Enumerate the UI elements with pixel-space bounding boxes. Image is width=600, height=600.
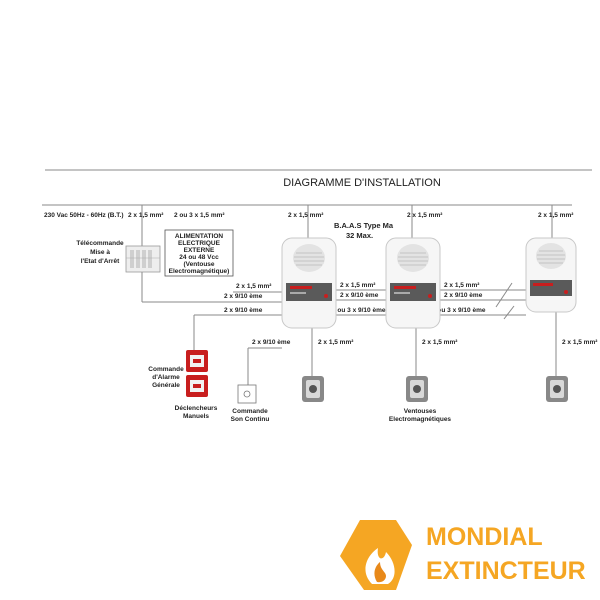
commande-son-switch (237, 384, 257, 404)
brand-extincteur: EXTINCTEUR (426, 557, 586, 585)
svg-text:24 ou 48 Vcc: 24 ou 48 Vcc (179, 254, 219, 261)
cable-label: 2 x 1,5 mm² (562, 339, 598, 346)
cable-label: 2 x 1,5 mm² (444, 282, 480, 289)
svg-text:Electromagnétiques: Electromagnétiques (389, 416, 452, 423)
baas-max-label: 32 Max. (346, 231, 373, 240)
cable-label: 2 x 9/10 ème (340, 292, 379, 299)
electromagnetic-holder (406, 376, 428, 402)
interconnect-wires (141, 272, 557, 385)
cable-label: 2 x 1,5 mm² (538, 212, 574, 219)
declencheurs-label: Déclencheurs Manuels (175, 405, 218, 420)
electromagnetic-holder (546, 376, 568, 402)
cable-label: 2 x 1,5 mm² (128, 212, 164, 219)
cable-label: 2 ou 3 x 9/10 ème (432, 307, 486, 314)
cable-label: 2 x 1,5 mm² (340, 282, 376, 289)
svg-text:d'Alarme: d'Alarme (152, 374, 180, 381)
cable-label: 2 ou 3 x 1,5 mm² (174, 212, 225, 219)
ventouses-label: Ventouses Electromagnétiques (389, 408, 452, 423)
svg-text:EXTERNE: EXTERNE (184, 247, 215, 254)
svg-text:Commande: Commande (232, 408, 268, 415)
cable-label: 2 x 9/10 ème (224, 307, 263, 314)
mains-bus (42, 204, 572, 248)
svg-text:Commande: Commande (148, 366, 184, 373)
cable-label: 2 x 9/10 ème (224, 293, 263, 300)
svg-text:Son Continu: Son Continu (231, 416, 270, 423)
alimentation-label: ALIMENTATION ELECTRIQUE EXTERNE 24 ou 48… (169, 233, 230, 275)
cable-label: 2 x 9/10 ème (252, 339, 291, 346)
telecommande-label: Télécommande Mise à l'Etat d'Arrêt (76, 240, 124, 265)
flame-logo-icon (340, 520, 412, 590)
baas-alarm-unit (525, 237, 577, 313)
alimentation-box (164, 229, 234, 277)
commande-son-label: Commande Son Continu (231, 408, 270, 423)
mains-label: 230 Vac 50Hz - 60Hz (B.T.) (44, 212, 123, 219)
svg-text:Manuels: Manuels (183, 413, 209, 420)
manual-call-point (186, 375, 208, 397)
cable-label: 2 x 1,5 mm² (318, 339, 354, 346)
svg-text:(Ventouse: (Ventouse (183, 261, 214, 268)
diagram-title: DIAGRAMME D'INSTALLATION (283, 177, 441, 189)
baas-type-label: B.A.A.S Type Ma (334, 221, 394, 230)
svg-text:ALIMENTATION: ALIMENTATION (175, 233, 223, 240)
cable-label: 2 x 9/10 ème (444, 292, 483, 299)
cable-label: 2 x 1,5 mm² (288, 212, 324, 219)
baas-alarm-unit (385, 237, 441, 329)
telecommande-device (125, 245, 161, 273)
commande-alarme-label: Commande d'Alarme Générale (148, 366, 184, 389)
cable-label: 2 ou 3 x 9/10 ème (332, 307, 386, 314)
brand-mondial: MONDIAL (426, 523, 543, 551)
cable-label: 2 x 1,5 mm² (407, 212, 443, 219)
electromagnetic-holder (302, 376, 324, 402)
svg-text:Déclencheurs: Déclencheurs (175, 405, 218, 412)
cable-label: 2 x 1,5 mm² (422, 339, 458, 346)
manual-call-point (186, 350, 208, 372)
svg-text:Mise à: Mise à (90, 249, 110, 256)
cable-label: 2 x 1,5 mm² (236, 283, 272, 290)
svg-text:ELECTRIQUE: ELECTRIQUE (178, 240, 221, 247)
svg-text:Ventouses: Ventouses (404, 408, 437, 415)
svg-text:l'Etat d'Arrêt: l'Etat d'Arrêt (81, 258, 120, 265)
svg-text:Electromagnétique): Electromagnétique) (169, 268, 230, 275)
baas-alarm-unit (281, 237, 337, 329)
svg-text:Générale: Générale (152, 382, 180, 389)
svg-text:Télécommande: Télécommande (76, 240, 124, 247)
